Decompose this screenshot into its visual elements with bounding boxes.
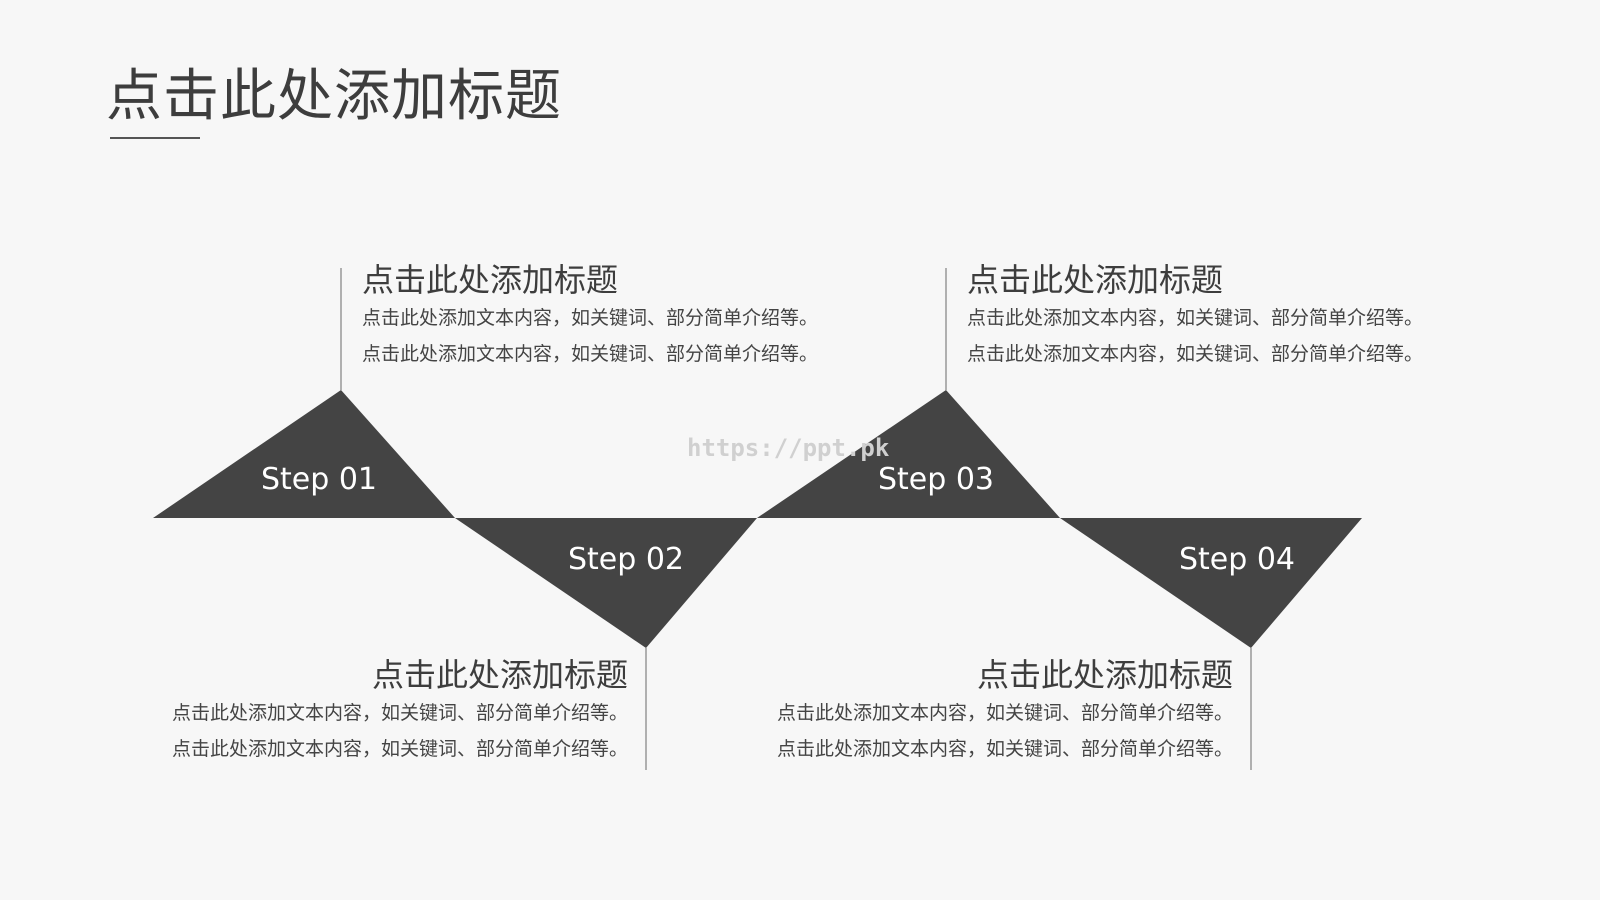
step-04-text-line-2: 点击此处添加文本内容，如关键词、部分简单介绍等。 [776,738,1233,760]
step-02-triangle [455,518,757,648]
step-01-text-line-2: 点击此处添加文本内容，如关键词、部分简单介绍等。 [362,343,819,365]
step-02-title: 点击此处添加标题 [371,656,628,694]
step-02-text-line-1: 点击此处添加文本内容，如关键词、部分简单介绍等。 [171,702,628,724]
step-03-title: 点击此处添加标题 [967,261,1224,299]
step-01-title: 点击此处添加标题 [362,261,619,299]
step-02-label: Step 02 [568,542,684,577]
step-04-label: Step 04 [1179,542,1295,577]
step-03-text-line-1: 点击此处添加文本内容，如关键词、部分简单介绍等。 [967,307,1424,329]
step-01-text-line-1: 点击此处添加文本内容，如关键词、部分简单介绍等。 [362,307,819,329]
step-03-block: 点击此处添加标题 点击此处添加文本内容，如关键词、部分简单介绍等。 点击此处添加… [967,260,1423,372]
step-02-block: 点击此处添加标题 点击此处添加文本内容，如关键词、部分简单介绍等。 点击此处添加… [172,655,628,767]
step-04-text-line-1: 点击此处添加文本内容，如关键词、部分简单介绍等。 [776,702,1233,724]
step-01-triangle [153,390,455,518]
watermark-text: https://ppt.pk [687,434,890,462]
step-03-triangle [757,390,1060,518]
title-underline [110,137,200,139]
step-01-label: Step 01 [261,462,377,497]
step-03-text-line-2: 点击此处添加文本内容，如关键词、部分简单介绍等。 [967,343,1424,365]
step-01-block: 点击此处添加标题 点击此处添加文本内容，如关键词、部分简单介绍等。 点击此处添加… [362,260,818,372]
step-04-triangle [1060,518,1362,648]
step-03-label: Step 03 [878,462,994,497]
step-04-block: 点击此处添加标题 点击此处添加文本内容，如关键词、部分简单介绍等。 点击此处添加… [777,655,1233,767]
step-02-text-line-2: 点击此处添加文本内容，如关键词、部分简单介绍等。 [171,738,628,760]
step-04-title: 点击此处添加标题 [976,656,1233,694]
page-title: 点击此处添加标题 [106,64,562,129]
